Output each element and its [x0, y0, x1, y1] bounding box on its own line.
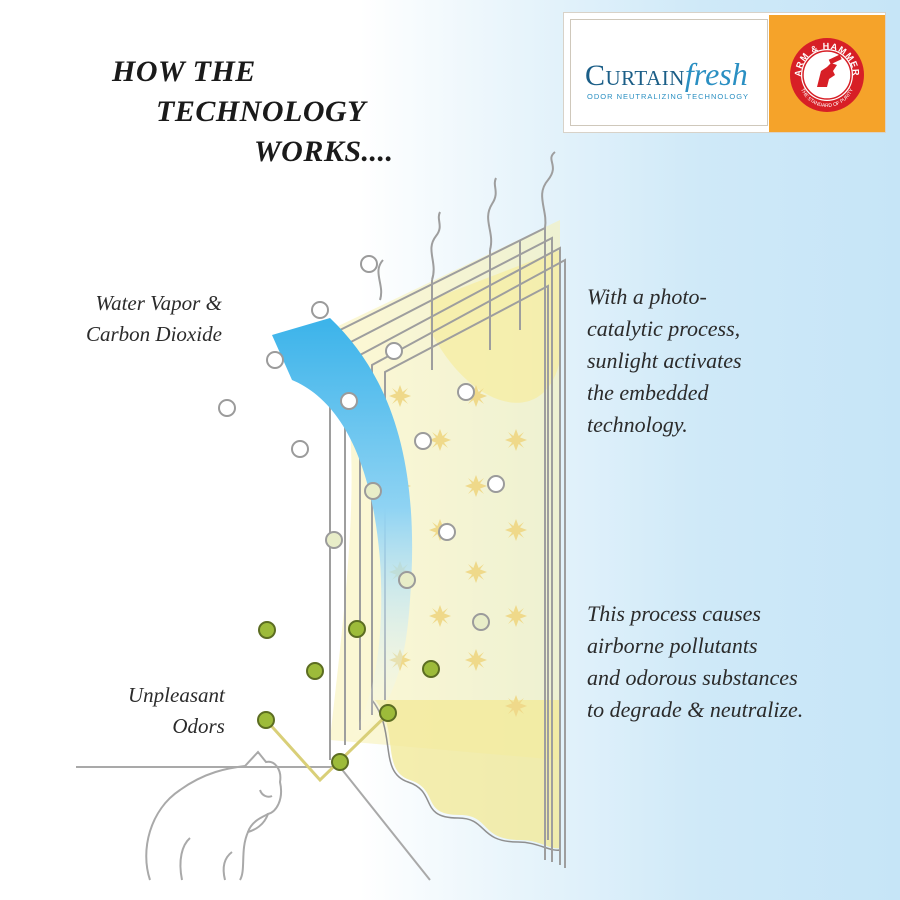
headline-line-2: TECHNOLOGY — [156, 95, 366, 128]
curtain-hem — [375, 700, 560, 849]
arm-hammer-logo: ARM & HAMMER THE STANDARD OF PURITY — [769, 15, 885, 132]
process-desc-line: to degrade & neutralize. — [587, 697, 804, 722]
odor-label-line-2: Odors — [172, 714, 225, 738]
headline-line-3: WORKS.... — [254, 135, 394, 168]
vapor-label-line-1: Water Vapor & — [95, 291, 222, 315]
photo-desc-line: the embedded — [587, 380, 709, 405]
vapor-label: Water Vapor & Carbon Dioxide — [86, 288, 222, 350]
cat-icon — [145, 750, 282, 881]
photocatalytic-description: With a photo- catalytic process, sunligh… — [587, 281, 742, 441]
odor-label: Unpleasant Odors — [128, 680, 225, 742]
curtainfresh-wordmark: Curtainfresh ODOR NEUTRALIZING TECHNOLOG… — [570, 19, 768, 126]
arm-hammer-seal-icon: ARM & HAMMER THE STANDARD OF PURITY — [790, 38, 864, 112]
odor-label-line-1: Unpleasant — [128, 683, 225, 707]
brand-part-2: fresh — [684, 56, 748, 92]
odor-path — [264, 710, 392, 783]
photo-desc-line: technology. — [587, 412, 688, 437]
sparkle-icons — [389, 385, 527, 717]
transform-arrow-icon — [272, 318, 413, 740]
brand-name: Curtainfresh — [585, 56, 748, 93]
brand-part-1: Curtain — [585, 59, 685, 92]
photo-desc-line: With a photo- — [587, 284, 707, 309]
process-desc-line: airborne pollutants — [587, 633, 758, 658]
transition-molecules — [325, 482, 490, 631]
brand-tagline: ODOR NEUTRALIZING TECHNOLOGY — [587, 92, 750, 101]
curtainfresh-logo: Curtainfresh ODOR NEUTRALIZING TECHNOLOG… — [563, 12, 886, 133]
process-desc-line: and odorous substances — [587, 665, 798, 690]
process-desc-line: This process causes — [587, 601, 761, 626]
vapor-label-line-2: Carbon Dioxide — [86, 322, 222, 346]
odor-molecules — [257, 620, 440, 771]
process-description: This process causes airborne pollutants … — [587, 598, 803, 726]
headline-line-1: HOW THE — [112, 55, 256, 88]
vapor-molecules — [218, 255, 505, 541]
sun-spot — [430, 250, 560, 403]
photo-desc-line: catalytic process, — [587, 316, 741, 341]
photo-desc-line: sunlight activates — [587, 348, 742, 373]
